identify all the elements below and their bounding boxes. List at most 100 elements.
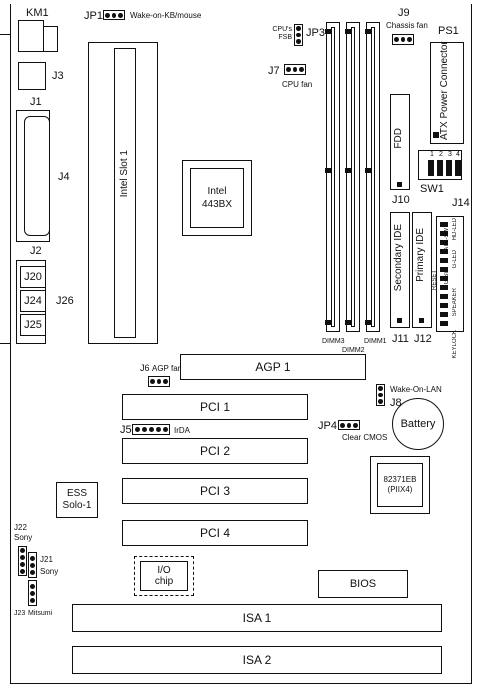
jp1-jumper xyxy=(103,10,125,20)
battery: Battery xyxy=(392,398,444,450)
dimm3-slot xyxy=(325,22,340,332)
pci-4-slot: PCI 4 xyxy=(122,520,308,546)
piix4-line1: 82371EB xyxy=(383,474,417,484)
j6-label: J6 xyxy=(140,363,150,373)
j5-label: J5 xyxy=(120,424,132,436)
j22-label: J22 xyxy=(14,523,27,532)
fdd-connector xyxy=(390,94,410,190)
pci-2-slot: PCI 2 xyxy=(122,438,308,464)
sw1-switch-2 xyxy=(437,160,443,176)
sw1-switch-3 xyxy=(446,160,452,176)
dimm3-label: DIMM3 xyxy=(322,338,345,345)
intel-443bx-die: Intel 443BX xyxy=(190,168,244,228)
cpu-fsb-label: CPU's FSB xyxy=(272,26,292,42)
sw1-switch-4 xyxy=(455,160,461,176)
agp-fan-label: AGP fan xyxy=(152,364,183,373)
intel-slot-1-inner xyxy=(114,48,136,338)
secondary-ide-label: Secondary IDE xyxy=(393,224,404,292)
agp-1-label: AGP 1 xyxy=(255,360,291,374)
clear-cmos-jumper xyxy=(338,420,360,430)
j8-label: J8 xyxy=(390,397,402,409)
j7-label: J7 xyxy=(268,65,280,77)
km1-label: KM1 xyxy=(26,7,49,19)
sw1-number-2: 2 xyxy=(439,151,443,158)
wake-on-lan-header xyxy=(376,384,385,406)
j12-label: J12 xyxy=(414,333,432,345)
secondary-ide-pin1 xyxy=(397,318,402,323)
atx-power-key xyxy=(433,132,439,138)
j14-pin-column xyxy=(440,220,448,328)
panel-label-speaker: SPEAKER xyxy=(452,288,458,317)
sw1-number-1: 1 xyxy=(430,151,434,158)
isa-1-label: ISA 1 xyxy=(242,611,272,625)
chipset-name-line1: Intel xyxy=(207,186,227,197)
km1-connector xyxy=(18,20,44,52)
intel-slot-label: Intel Slot 1 xyxy=(119,150,130,198)
fdd-pin1 xyxy=(397,182,402,187)
dimm1-slot xyxy=(365,22,380,332)
jp3-jumper xyxy=(294,24,303,46)
j1-label: J1 xyxy=(30,96,42,108)
pci-3-slot: PCI 3 xyxy=(122,478,308,504)
j22-sony-label: Sony xyxy=(14,533,33,542)
irda-label: IrDA xyxy=(174,426,190,435)
j25-label: J25 xyxy=(24,319,42,331)
board-edge-mark-bottom xyxy=(0,343,10,345)
jp1-label: JP1 xyxy=(84,10,103,22)
j14-label: J14 xyxy=(452,197,470,209)
atx-power-label: ATX Power Connector xyxy=(439,41,450,140)
j23-header xyxy=(28,580,37,606)
primary-ide-pin1 xyxy=(419,318,424,323)
panel-label-g-sw: G-SW xyxy=(444,268,450,285)
j24-label: J24 xyxy=(24,295,42,307)
secondary-ide-connector xyxy=(390,212,410,328)
j2-label: J2 xyxy=(30,245,42,257)
pci-1-label: PCI 1 xyxy=(199,400,230,414)
j3-label: J3 xyxy=(52,70,64,82)
pci-4-label: PCI 4 xyxy=(199,526,230,540)
irda-header xyxy=(132,424,170,435)
io-line1: I/O xyxy=(157,565,171,576)
j4-port-shell xyxy=(24,116,50,236)
km1-connector-step xyxy=(44,26,58,52)
panel-label-atx-sw: ATX-SW xyxy=(444,228,450,251)
pci-2-label: PCI 2 xyxy=(199,444,230,458)
piix4-line2: (PIIX4) xyxy=(387,485,413,494)
board-outline xyxy=(10,4,472,684)
agp-fan-header xyxy=(148,376,170,387)
j20-label: J20 xyxy=(24,271,42,283)
ess-line1: ESS xyxy=(66,488,87,499)
bios-label: BIOS xyxy=(349,578,377,590)
ess-solo-1-chip: ESS Solo-1 xyxy=(56,482,98,518)
pci-3-label: PCI 3 xyxy=(199,484,230,498)
j21-header xyxy=(28,552,37,578)
j3-connector xyxy=(18,62,46,90)
j22-header xyxy=(18,546,27,576)
j21-sony-label: Sony xyxy=(40,567,59,576)
primary-ide-label: Primary IDE xyxy=(415,228,426,282)
ps1-label: PS1 xyxy=(438,25,459,37)
piix4-die: 82371EB (PIIX4) xyxy=(377,463,423,507)
ess-line2: Solo-1 xyxy=(62,500,92,511)
cpu-fan-label: CPU fan xyxy=(282,80,313,89)
dimm2-label: DIMM2 xyxy=(342,347,365,354)
agp-1-slot: AGP 1 xyxy=(180,354,366,380)
mitsumi-label: Mitsumi xyxy=(28,610,53,617)
j9-label: J9 xyxy=(398,7,410,19)
wake-on-lan-label: Wake-On-LAN xyxy=(390,385,442,394)
sw1-number-3: 3 xyxy=(448,151,452,158)
wake-on-kb-label: Wake-on-KB/mouse xyxy=(130,11,202,20)
j11-label: J11 xyxy=(392,333,409,345)
dimm1-label: DIMM1 xyxy=(364,338,387,345)
cpu-fan-header xyxy=(284,64,306,75)
chassis-fan-label: Chassis fan xyxy=(386,21,428,30)
chipset-name-line2: 443BX xyxy=(201,199,233,210)
clear-cmos-label: Clear CMOS xyxy=(342,433,388,442)
j4-label: J4 xyxy=(58,171,70,183)
panel-label-g-led: G-LED xyxy=(452,250,458,269)
atx-power-connector xyxy=(430,42,464,144)
sw1-number-4: 4 xyxy=(456,151,460,158)
jp4-label: JP4 xyxy=(318,420,337,432)
j25-port: J25 xyxy=(20,314,46,336)
j23-label: J23 xyxy=(14,610,26,617)
